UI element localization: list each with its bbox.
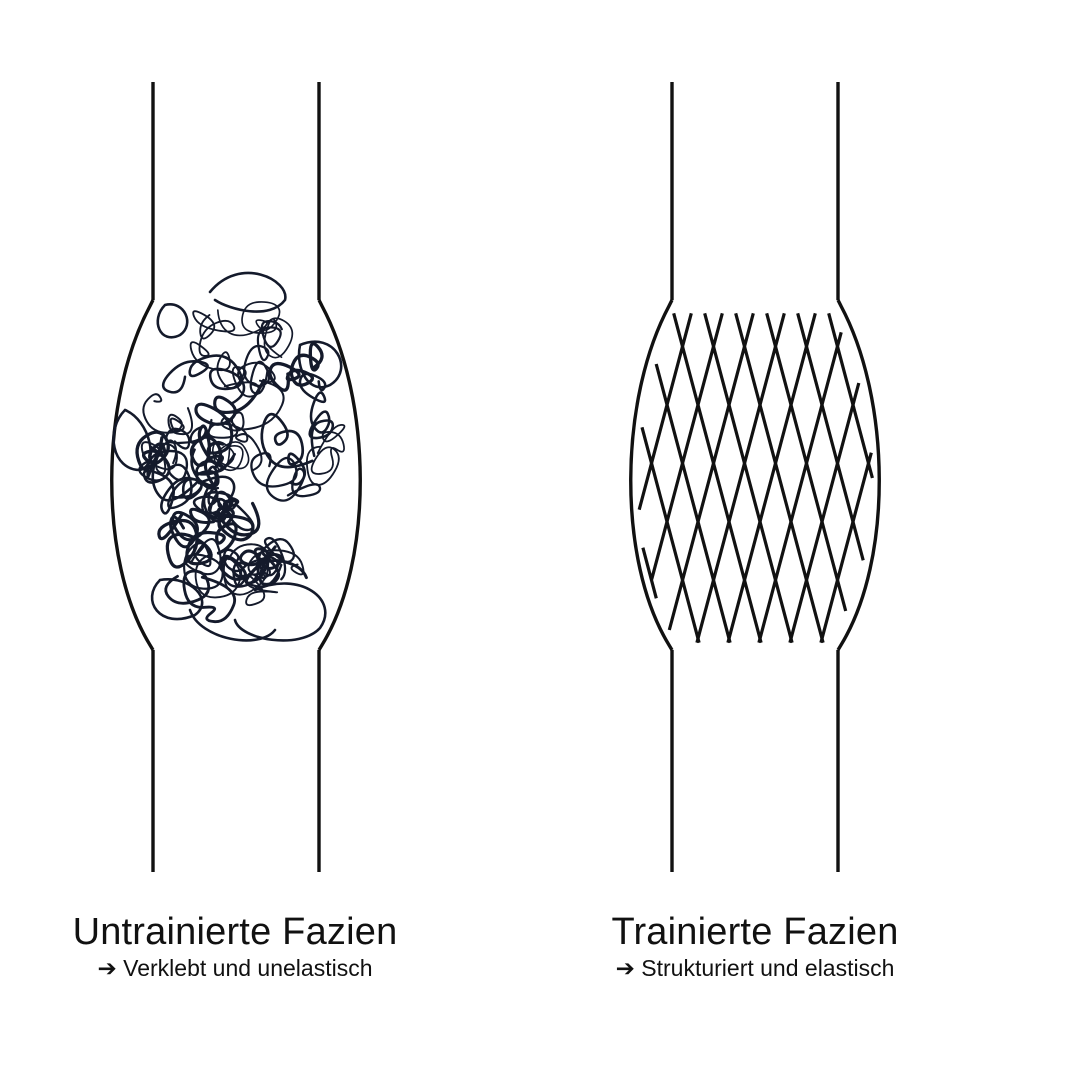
lattice-fiber (819, 452, 873, 644)
lattice-fiber (703, 312, 794, 644)
structured-fiber-lattice (637, 312, 874, 644)
tangled-fiber-strand (216, 301, 294, 359)
untrained-title: Untrainierte Fazien (72, 911, 398, 953)
trained-fascia-illustration (629, 82, 881, 872)
lattice-fiber (637, 312, 693, 511)
tangled-fiber-strand (165, 418, 213, 450)
tangled-fiber-strand (183, 538, 224, 590)
tangled-fiber-strand (192, 475, 236, 523)
untrained-caption: Untrainierte Fazien ➔ Verklebt und unela… (0, 910, 505, 982)
tangled-fiber-loop (188, 608, 277, 642)
trained-fascia-outline (629, 82, 881, 872)
tangled-fiber-strand (189, 310, 245, 390)
tangled-fiber-loop (297, 340, 343, 389)
tangled-fiber-loop (112, 408, 152, 472)
lattice-fiber (827, 312, 874, 479)
trained-subtitle: ➔ Strukturiert und elastisch (615, 955, 895, 981)
lattice-fiber (654, 363, 732, 644)
lattice-fiber (726, 312, 817, 644)
tangled-fiber-loop (156, 303, 189, 339)
tangled-fiber-strand (169, 507, 216, 549)
lattice-fiber (667, 312, 755, 631)
untrained-subtitle: ➔ Verklebt und unelastisch (97, 955, 373, 981)
untrained-fascia-illustration (110, 82, 362, 872)
right-bulge-right-wall (836, 299, 881, 651)
tangled-fiber-strand (227, 543, 305, 580)
tangled-fibers (112, 271, 346, 642)
lattice-fiber (788, 382, 861, 644)
tangled-fiber-loop (208, 271, 287, 313)
tangled-fiber-loop (150, 578, 204, 621)
trained-title: Trainierte Fazien (611, 911, 899, 953)
untrained-fascia-outline (110, 82, 362, 872)
tangled-fiber-strand (142, 454, 204, 515)
left-bulge-right-wall (317, 299, 362, 651)
lattice-fiber (641, 547, 658, 599)
lattice-fiber (695, 312, 786, 644)
tangled-fiber-strand (298, 372, 335, 458)
tangled-fiber-strand (243, 320, 283, 395)
tangled-fiber-loop (233, 582, 327, 642)
tangled-fiber-strand (157, 512, 238, 569)
tangled-fiber-strand (194, 378, 266, 455)
tangled-fiber-strand (161, 354, 246, 406)
tangled-fiber-strand (190, 448, 236, 490)
lattice-fiber (757, 331, 843, 644)
lattice-fiber (672, 312, 763, 644)
tangled-fiber-strand (207, 379, 285, 472)
tangled-fiber-strand (223, 361, 276, 398)
left-bulge-left-wall (110, 299, 155, 651)
tangled-fiber-strand (305, 424, 346, 486)
lattice-fiber (650, 312, 724, 580)
tangled-fiber-strand (142, 393, 194, 436)
tangled-fiber-strand (189, 424, 224, 487)
lattice-fiber (734, 312, 825, 644)
tangled-fiber-strand (164, 569, 237, 624)
trained-caption: Trainierte Fazien ➔ Strukturiert und ela… (485, 910, 1025, 982)
right-bulge-left-wall (629, 299, 674, 651)
tangled-fiber-strand (268, 342, 324, 392)
tangled-fiber-strand (250, 452, 322, 502)
tangled-fiber-strand (239, 536, 296, 588)
